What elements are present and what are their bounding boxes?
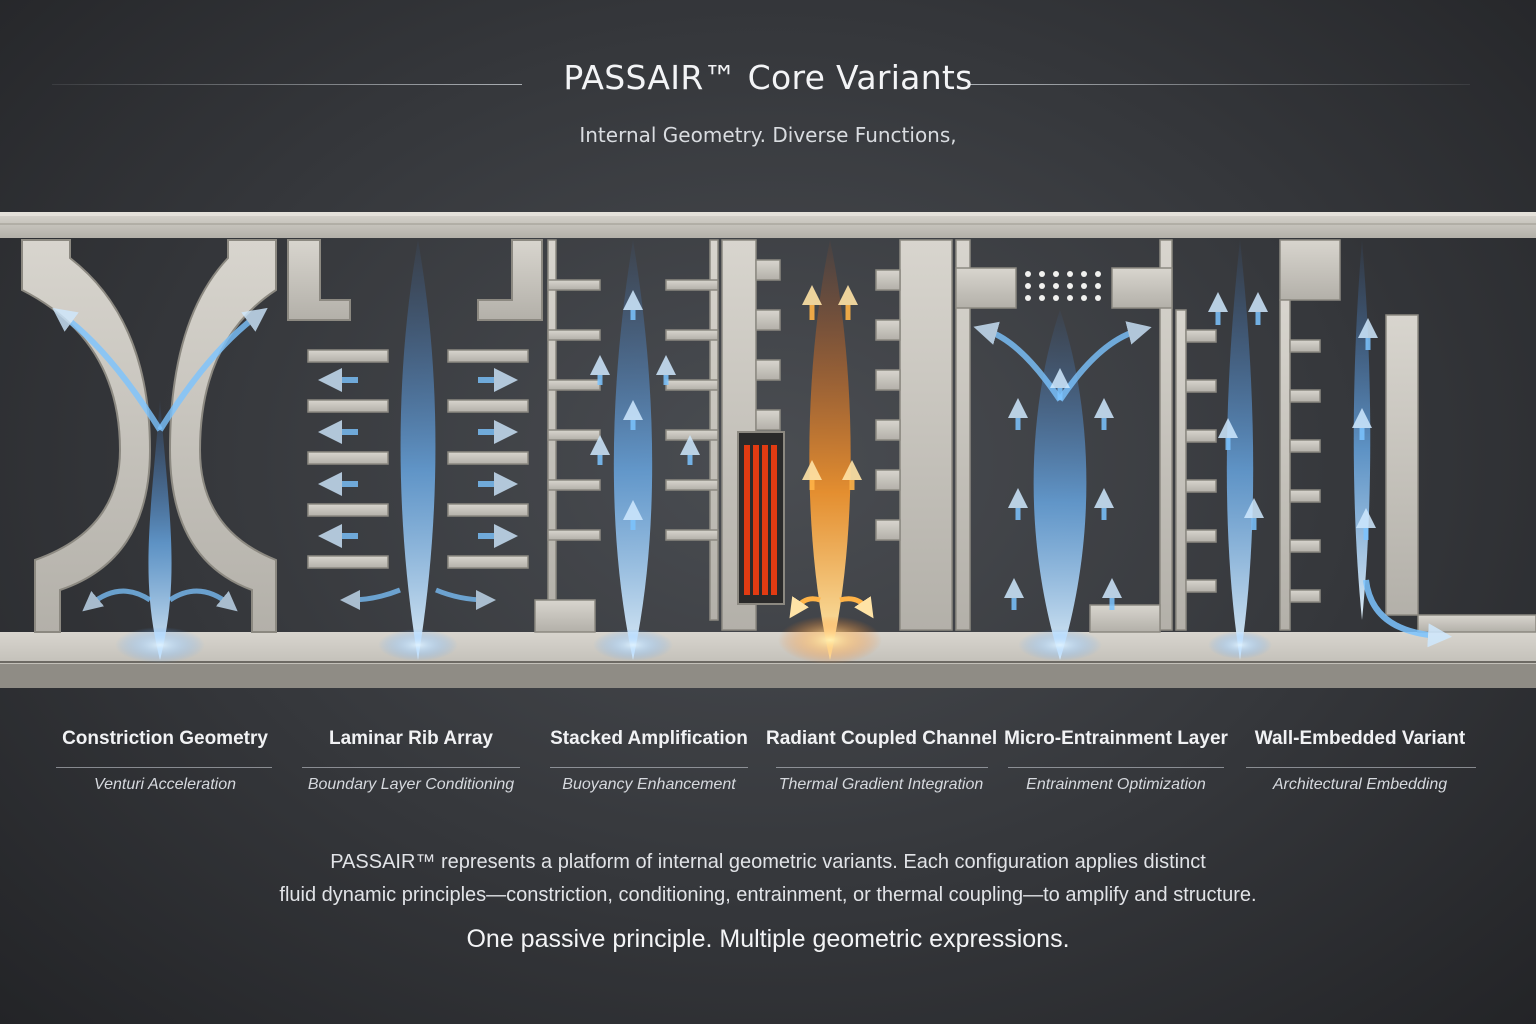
core-variants-diagram bbox=[0, 212, 1536, 688]
variant-label-radiant-coupled-channel: Radiant Coupled Channel bbox=[766, 728, 998, 749]
description-line-1: PASSAIR™ represents a platform of intern… bbox=[330, 851, 1206, 873]
title-rule-right bbox=[968, 84, 1470, 85]
platform-description: PASSAIR™ represents a platform of intern… bbox=[200, 846, 1336, 912]
variant-label-constriction-geometry: Constriction Geometry bbox=[62, 728, 268, 749]
variant-divider bbox=[550, 767, 748, 768]
variant-divider bbox=[302, 767, 520, 768]
variant-radiant-coupled-channel bbox=[721, 239, 953, 664]
variant-micro-entrainment-layer bbox=[955, 239, 1173, 661]
top-slab bbox=[0, 212, 1536, 238]
variant-sublabel-venturi-acceleration: Venturi Acceleration bbox=[94, 776, 236, 793]
variant-divider bbox=[776, 767, 988, 768]
title-rule-left bbox=[52, 84, 522, 85]
variant-sublabel-buoyancy-enhancement: Buoyancy Enhancement bbox=[562, 776, 736, 793]
variant-divider bbox=[1246, 767, 1476, 768]
variant-label-laminar-rib-array: Laminar Rib Array bbox=[328, 728, 493, 749]
variant-divider bbox=[1008, 767, 1224, 768]
variant-divider bbox=[56, 767, 272, 768]
page-subtitle: Internal Geometry. Diverse Functions, bbox=[579, 123, 957, 147]
variant-label-micro-entrainment-layer: Micro-Entrainment Layer bbox=[1004, 728, 1228, 749]
variant-label-wall-embedded-variant: Wall-Embedded Variant bbox=[1254, 728, 1466, 749]
variant-sublabel-thermal-gradient-integration: Thermal Gradient Integration bbox=[778, 776, 984, 793]
bottom-slab bbox=[0, 632, 1536, 688]
variant-sublabel-architectural-embedding: Architectural Embedding bbox=[1272, 776, 1448, 793]
variant-sublabel-entrainment-optimization: Entrainment Optimization bbox=[1026, 776, 1206, 793]
description-line-2: fluid dynamic principles—constriction, c… bbox=[279, 884, 1257, 906]
micro-perforation-array bbox=[1025, 271, 1101, 301]
variant-label-stacked-amplification: Stacked Amplification bbox=[550, 728, 748, 749]
variant-constriction-geometry bbox=[21, 239, 277, 663]
tagline: One passive principle. Multiple geometri… bbox=[466, 925, 1070, 953]
variant-wall-embedded bbox=[1175, 239, 1536, 660]
page-title: PASSAIR™ Core Variants bbox=[563, 58, 973, 97]
variant-sublabel-boundary-layer-conditioning: Boundary Layer Conditioning bbox=[307, 776, 515, 793]
variant-laminar-rib-array bbox=[287, 239, 543, 661]
variant-stacked-amplification bbox=[534, 239, 719, 661]
